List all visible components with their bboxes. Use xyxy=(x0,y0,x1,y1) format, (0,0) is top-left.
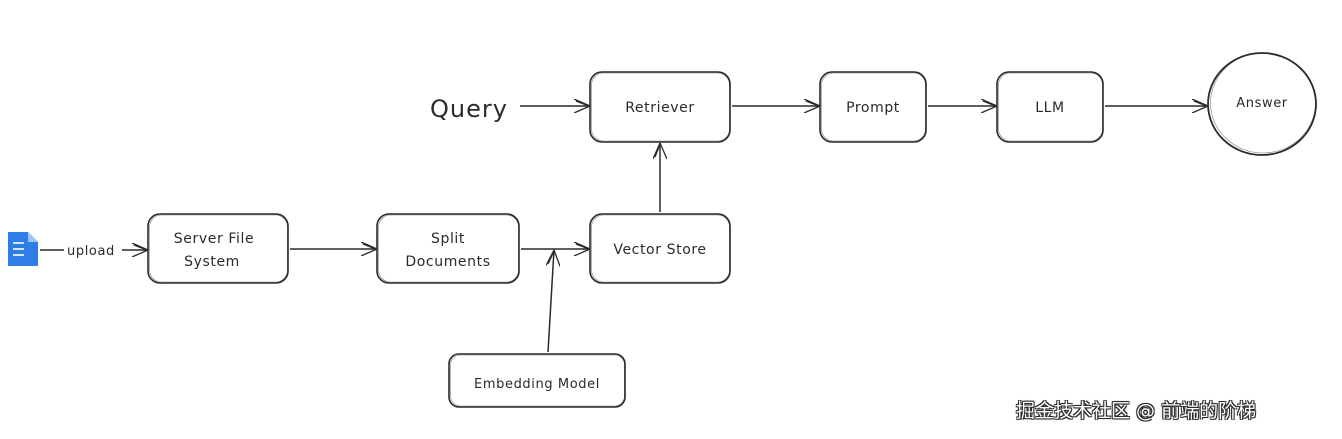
llm-label: LLM xyxy=(1035,100,1064,116)
document-icon xyxy=(8,232,38,266)
split-documents-label-line2: Documents xyxy=(405,254,490,270)
llm-node: LLM xyxy=(996,71,1104,143)
prompt-label: Prompt xyxy=(846,100,900,116)
query-label: Query xyxy=(430,95,508,123)
retriever-node: Retriever xyxy=(589,71,731,143)
watermark: 掘金技术社区 @ 前端的阶梯 xyxy=(1016,400,1257,422)
edge-embedding-up xyxy=(548,250,554,353)
vector-store-label: Vector Store xyxy=(613,242,706,258)
server-file-system-node: Server File System xyxy=(147,213,289,284)
retriever-label: Retriever xyxy=(625,100,695,116)
answer-label: Answer xyxy=(1236,96,1288,111)
embedding-model-node: Embedding Model xyxy=(448,353,626,408)
answer-node: Answer xyxy=(1207,52,1317,156)
split-documents-label-line1: Split xyxy=(431,231,465,247)
embedding-model-label: Embedding Model xyxy=(474,377,600,392)
server-file-system-label-line1: Server File xyxy=(174,231,254,247)
vector-store-node: Vector Store xyxy=(589,213,731,284)
server-file-system-label-line2: System xyxy=(184,254,240,270)
upload-label: upload xyxy=(67,244,115,259)
prompt-node: Prompt xyxy=(819,71,927,143)
split-documents-node: Split Documents xyxy=(376,213,520,284)
